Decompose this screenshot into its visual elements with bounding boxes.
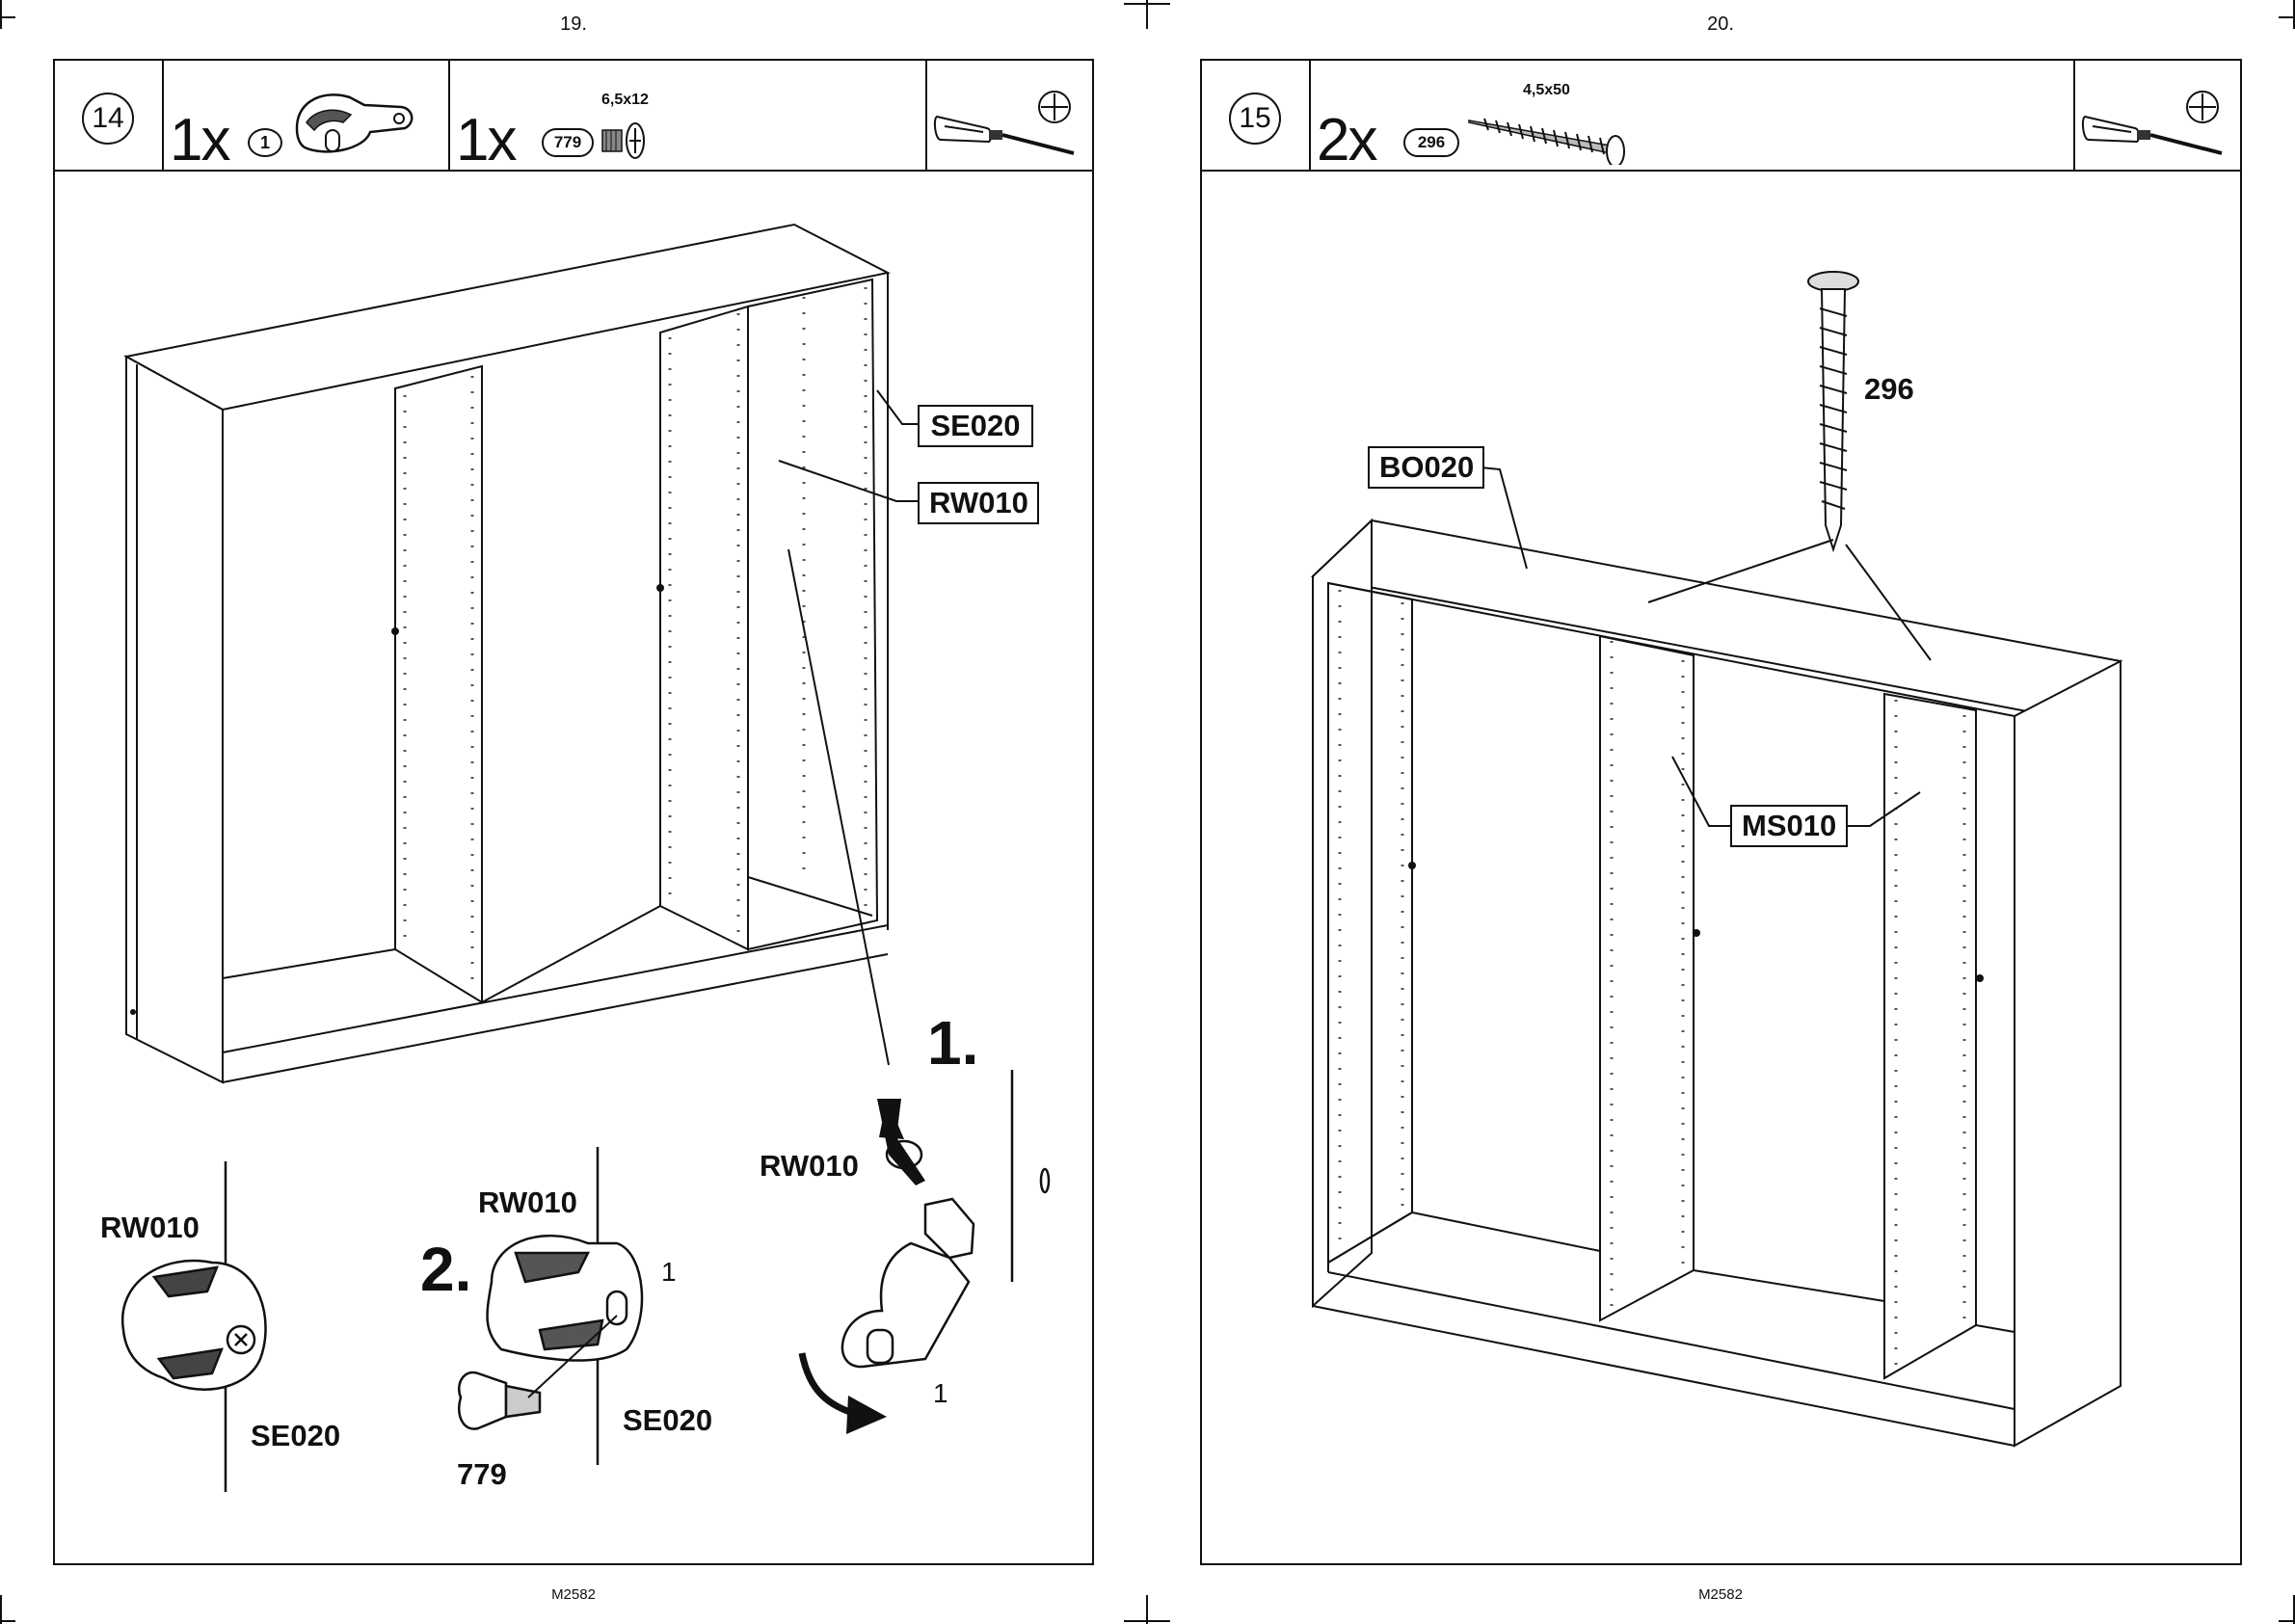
part-label-ms010: MS010 <box>1730 805 1848 847</box>
part-label-bo020: BO020 <box>1368 446 1484 489</box>
detail-label-296: 296 <box>1864 372 1914 407</box>
